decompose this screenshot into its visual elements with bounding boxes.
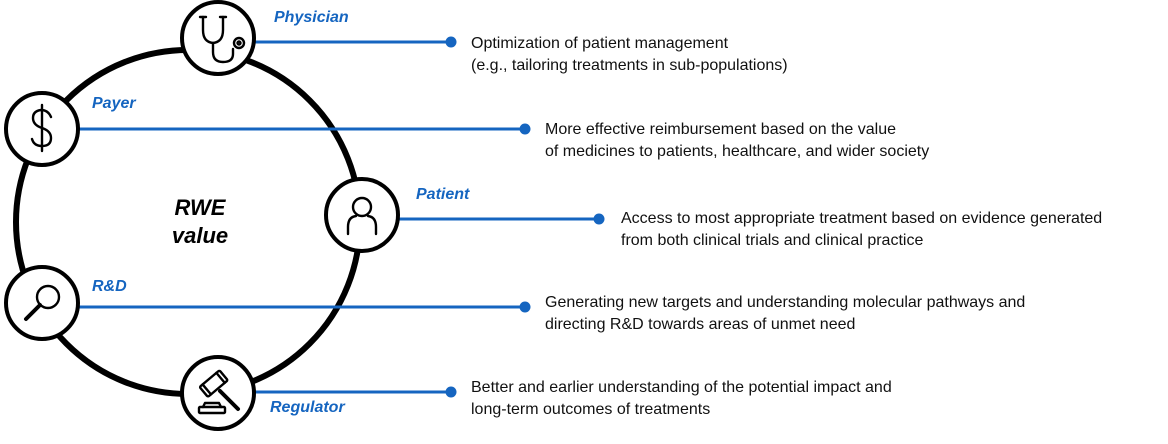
stakeholder-payer: Payer More effective reimbursement based… [4, 91, 929, 167]
connector-dot-physician [445, 36, 457, 48]
description-rnd-line2: directing R&D towards areas of unmet nee… [545, 316, 855, 333]
description-physician-line1: Optimization of patient management [471, 35, 729, 52]
description-patient-line1: Access to most appropriate treatment bas… [621, 210, 1102, 227]
description-payer-line1: More effective reimbursement based on th… [545, 121, 896, 138]
description-physician-line2: (e.g., tailoring treatments in sub-popul… [471, 57, 788, 74]
person-icon [346, 196, 378, 236]
gavel-icon [197, 369, 240, 415]
stakeholder-physician: Physician Optimization of patient manage… [180, 0, 788, 76]
description-payer-line2: of medicines to patients, healthcare, an… [545, 143, 929, 160]
role-label-rnd: R&D [92, 278, 127, 295]
node-physician [180, 0, 256, 76]
description-regulator-line2: long-term outcomes of treatments [471, 401, 710, 418]
connector-dot-patient [593, 213, 605, 225]
center-label-line2: value [172, 223, 228, 248]
stakeholder-regulator: Regulator Better and earlier understandi… [180, 355, 892, 431]
connector-dot-payer [519, 123, 531, 135]
role-label-regulator: Regulator [270, 399, 345, 416]
center-label-line1: RWE [175, 195, 227, 220]
magnifier-icon [24, 284, 61, 321]
role-label-patient: Patient [416, 186, 470, 203]
role-label-physician: Physician [274, 9, 349, 26]
description-patient-line2: from both clinical trials and clinical p… [621, 232, 923, 249]
description-rnd-line1: Generating new targets and understanding… [545, 294, 1025, 311]
stakeholder-patient: Patient Access to most appropriate treat… [324, 177, 1102, 253]
node-regulator [180, 355, 256, 431]
stakeholder-rnd: R&D Generating new targets and understan… [4, 265, 1025, 341]
stethoscope-icon [198, 15, 246, 64]
node-rnd [4, 265, 80, 341]
description-regulator-line1: Better and earlier understanding of the … [471, 379, 892, 396]
dollar-icon [30, 103, 53, 153]
connector-dot-regulator [445, 386, 457, 398]
role-label-payer: Payer [92, 95, 136, 112]
connector-dot-rnd [519, 301, 531, 313]
